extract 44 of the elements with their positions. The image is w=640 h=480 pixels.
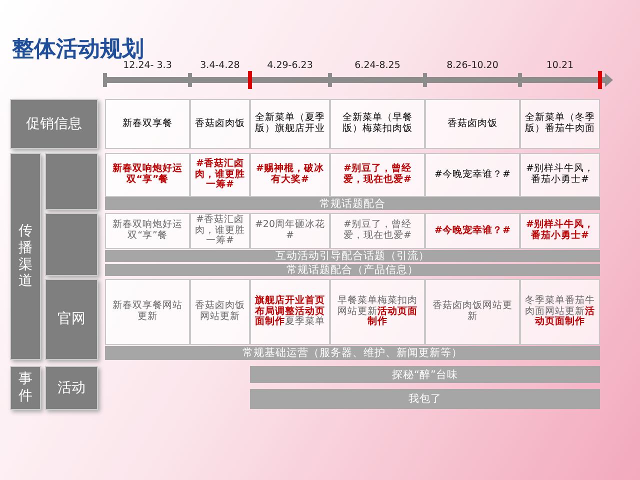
schedule-cell: #赐神棍，破冰有大奖# — [250, 153, 330, 197]
schedule-cell: 全新菜单（冬季版）番茄牛肉面 — [520, 99, 600, 149]
schedule-cell: 新春双响炮好运双“享”餐 — [105, 213, 190, 249]
schedule-cell: 香菇卤肉饭 — [425, 99, 520, 149]
banner-bar: 常规话题配合 — [105, 197, 600, 210]
schedule-cell: #别豆了，曾经爱，现在也爱# — [330, 153, 425, 197]
schedule-cell: 新春双享餐 — [105, 99, 190, 149]
schedule-cell: 香菇卤肉饭网站更新 — [425, 279, 520, 345]
date-label: 4.29-6.23 — [266, 60, 314, 72]
date-label: 10.21 — [545, 60, 575, 72]
row-header — [45, 213, 98, 276]
schedule-cell: 冬季菜单番茄牛肉面网站更新活动页面制作 — [520, 279, 600, 345]
row-header: 促销信息 — [10, 99, 98, 149]
schedule-cell: 香菇卤肉饭网站更新 — [190, 279, 250, 345]
schedule-cell: 旗舰店开业首页布局调整活动页面制作夏季菜单 — [250, 279, 330, 345]
schedule-cell: #今晚宠幸谁？# — [425, 153, 520, 197]
date-label: 3.4-4.28 — [199, 60, 241, 72]
row-header: 传播渠道 — [10, 153, 41, 360]
schedule-cell: 香菇卤肉饭 — [190, 99, 250, 149]
schedule-cell: 全新菜单（夏季版）旗舰店开业 — [250, 99, 330, 149]
schedule-cell: #香菇汇卤肉，谁更胜一筹# — [190, 153, 250, 197]
page-title: 整体活动规划 — [12, 36, 144, 62]
row-header: 活动 — [45, 366, 98, 410]
schedule-cell: #香菇汇卤肉，谁更胜一筹# — [190, 213, 250, 249]
schedule-cell: #别豆了，曾经爱，现在也爱# — [330, 213, 425, 249]
banner-bar: 我包了 — [250, 389, 600, 409]
schedule-cell: 新春双响炮好运双“享”餐 — [105, 153, 190, 197]
banner-bar: 常规话题配合（产品信息） — [105, 264, 600, 276]
schedule-cell: #别样斗牛风，番茄小勇士# — [520, 153, 600, 197]
schedule-cell: #今晚宠幸谁？# — [425, 213, 520, 249]
row-header — [45, 153, 98, 210]
date-label: 6.24-8.25 — [354, 60, 402, 72]
banner-bar: 常规基础运营（服务器、维护、新闻更新等） — [105, 346, 600, 360]
schedule-cell: #20周年砸冰花# — [250, 213, 330, 249]
date-label: 12.24- 3.3 — [122, 60, 173, 72]
date-label: 8.26-10.20 — [446, 60, 500, 72]
schedule-cell: 新春双享餐网站更新 — [105, 279, 190, 345]
schedule-cell: 早餐菜单梅菜扣肉网站更新活动页面制作 — [330, 279, 425, 345]
row-header: 事件 — [10, 366, 41, 410]
row-header: 官网 — [45, 279, 98, 360]
schedule-cell: #别样斗牛风，番茄小勇士# — [520, 213, 600, 249]
banner-bar: 互动活动引导配合话题（引流） — [105, 250, 600, 262]
schedule-cell: 全新菜单（早餐版）梅菜扣肉饭 — [330, 99, 425, 149]
banner-bar: 探秘“醉”台味 — [250, 366, 600, 383]
